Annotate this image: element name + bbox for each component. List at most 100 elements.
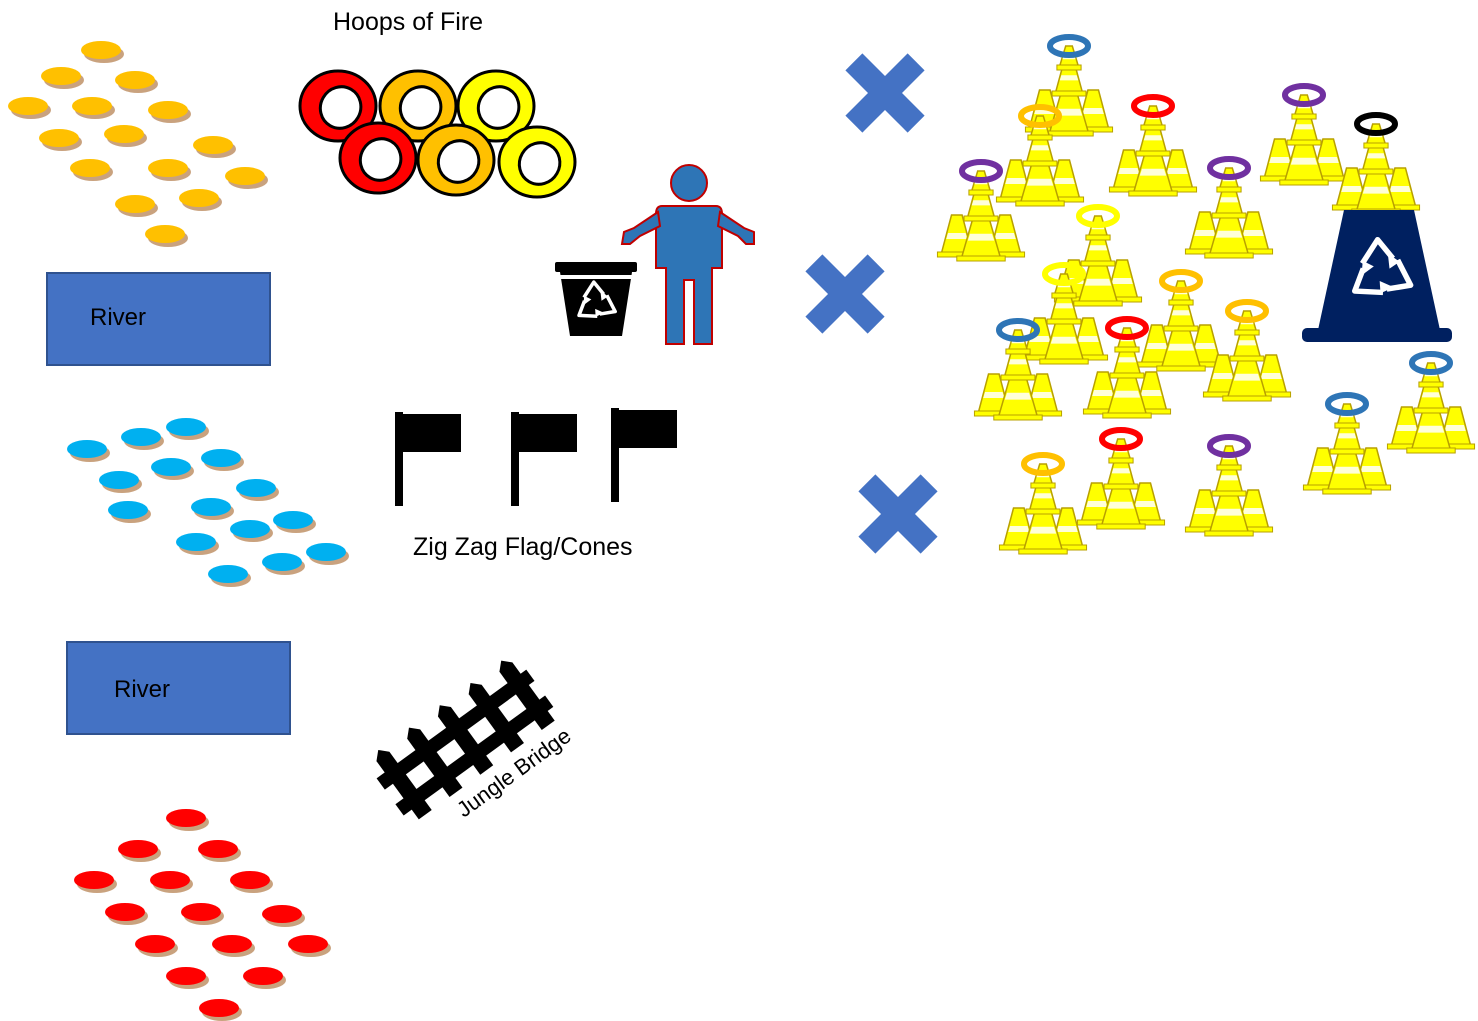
cone-stack-icon (1259, 83, 1349, 186)
ring-icon (1207, 434, 1251, 458)
recycle-bin-icon (555, 262, 637, 336)
red-stepping-spots (74, 809, 331, 1021)
stepping-spot (115, 71, 158, 93)
stepping-spot (81, 41, 124, 63)
cone (1222, 352, 1272, 402)
cone-stack-icon (1019, 262, 1109, 365)
cone (1128, 147, 1178, 197)
cone-stack-icon (1202, 299, 1292, 402)
ring-icon (416, 123, 496, 197)
cross-icon (845, 53, 925, 133)
ring-icon (1354, 112, 1398, 136)
ring-icon (1018, 104, 1062, 128)
cone (1102, 369, 1152, 419)
ring-icon (1325, 392, 1369, 416)
ring-icon (1021, 452, 1065, 476)
stepping-spot (108, 501, 151, 523)
ring-icon (959, 159, 1003, 183)
stepping-spot (150, 871, 193, 893)
stepping-spot (181, 903, 224, 925)
stepping-spot (212, 935, 255, 957)
cone (993, 371, 1043, 421)
stepping-spot (104, 125, 147, 147)
stepping-spot (193, 136, 236, 158)
stepping-spot (236, 479, 279, 501)
orange-stepping-spots (8, 41, 268, 247)
stepping-spot (105, 903, 148, 925)
cone-stack-icon (1184, 434, 1274, 537)
cone (1329, 417, 1365, 455)
stepping-spot (230, 520, 273, 542)
stepping-spot (148, 159, 191, 181)
ring-icon (1105, 316, 1149, 340)
ring-icon (497, 125, 577, 199)
ring-icon (1409, 351, 1453, 375)
stepping-spot (179, 189, 222, 211)
ring-icon (338, 121, 418, 195)
stepping-spot (262, 553, 305, 575)
ring-icon (1099, 427, 1143, 451)
cone-stack-icon (936, 159, 1026, 262)
ring-icon (456, 69, 536, 143)
stepping-spot (67, 440, 110, 462)
stepping-spot (72, 97, 115, 119)
stepping-spot (151, 458, 194, 480)
stepping-spot (8, 97, 51, 119)
cone (1018, 505, 1068, 555)
cone (1096, 480, 1146, 530)
stepping-spot (135, 935, 178, 957)
recycle-symbol (577, 280, 617, 318)
recycle-symbol (1352, 236, 1414, 296)
stepping-spot (99, 471, 142, 493)
hoops-of-fire-label: Hoops of Fire (333, 8, 484, 36)
bridge-icon (376, 660, 555, 820)
stepping-spot (148, 101, 191, 123)
stepping-spot (230, 871, 273, 893)
blue-stepping-spots (67, 418, 349, 587)
cone-stack-icon (1136, 269, 1226, 372)
river-box: River (46, 272, 271, 366)
cone-stacks (936, 34, 1476, 555)
stepping-spot (41, 67, 84, 89)
cone (956, 212, 1006, 262)
zig-zag-label: Zig Zag Flag/Cones (413, 533, 633, 561)
stepping-spot (121, 428, 164, 450)
cone (1211, 459, 1247, 497)
cone-stack-icon (1082, 316, 1172, 419)
person-shrug-icon (620, 164, 755, 345)
cross-icon (805, 254, 885, 334)
ring-icon (1282, 83, 1326, 107)
stepping-spot (273, 511, 316, 533)
stepping-spot (70, 159, 113, 181)
stepping-spot (191, 498, 234, 520)
zig-zag-flags (395, 408, 677, 506)
stepping-spot (288, 935, 331, 957)
ring-icon (1047, 34, 1091, 58)
stepping-spot (166, 967, 209, 989)
cross-markers (805, 53, 938, 554)
ring-icon (298, 69, 378, 143)
cone-stack-icon (1302, 392, 1392, 495)
cone-stack-icon (1386, 351, 1476, 454)
cone-stack-icon (1076, 427, 1166, 530)
flag-icon (511, 412, 577, 506)
ring-icon (1042, 262, 1086, 286)
ring-icon (1131, 94, 1175, 118)
hoops-of-fire (298, 69, 577, 199)
stepping-spot (118, 840, 161, 862)
cone (1046, 287, 1082, 325)
stepping-spot (225, 167, 268, 189)
stepping-spot (145, 225, 188, 247)
recycle-bin-icon (1302, 210, 1452, 342)
ring-icon (1159, 269, 1203, 293)
stepping-spot (243, 967, 286, 989)
cone-stack-icon (1108, 94, 1198, 197)
stepping-spot (201, 449, 244, 471)
stepping-spot (166, 418, 209, 440)
ring-icon (996, 318, 1040, 342)
stepping-spot (176, 533, 219, 555)
river-label: River (90, 304, 147, 331)
cone-stack-icon (1184, 156, 1274, 259)
